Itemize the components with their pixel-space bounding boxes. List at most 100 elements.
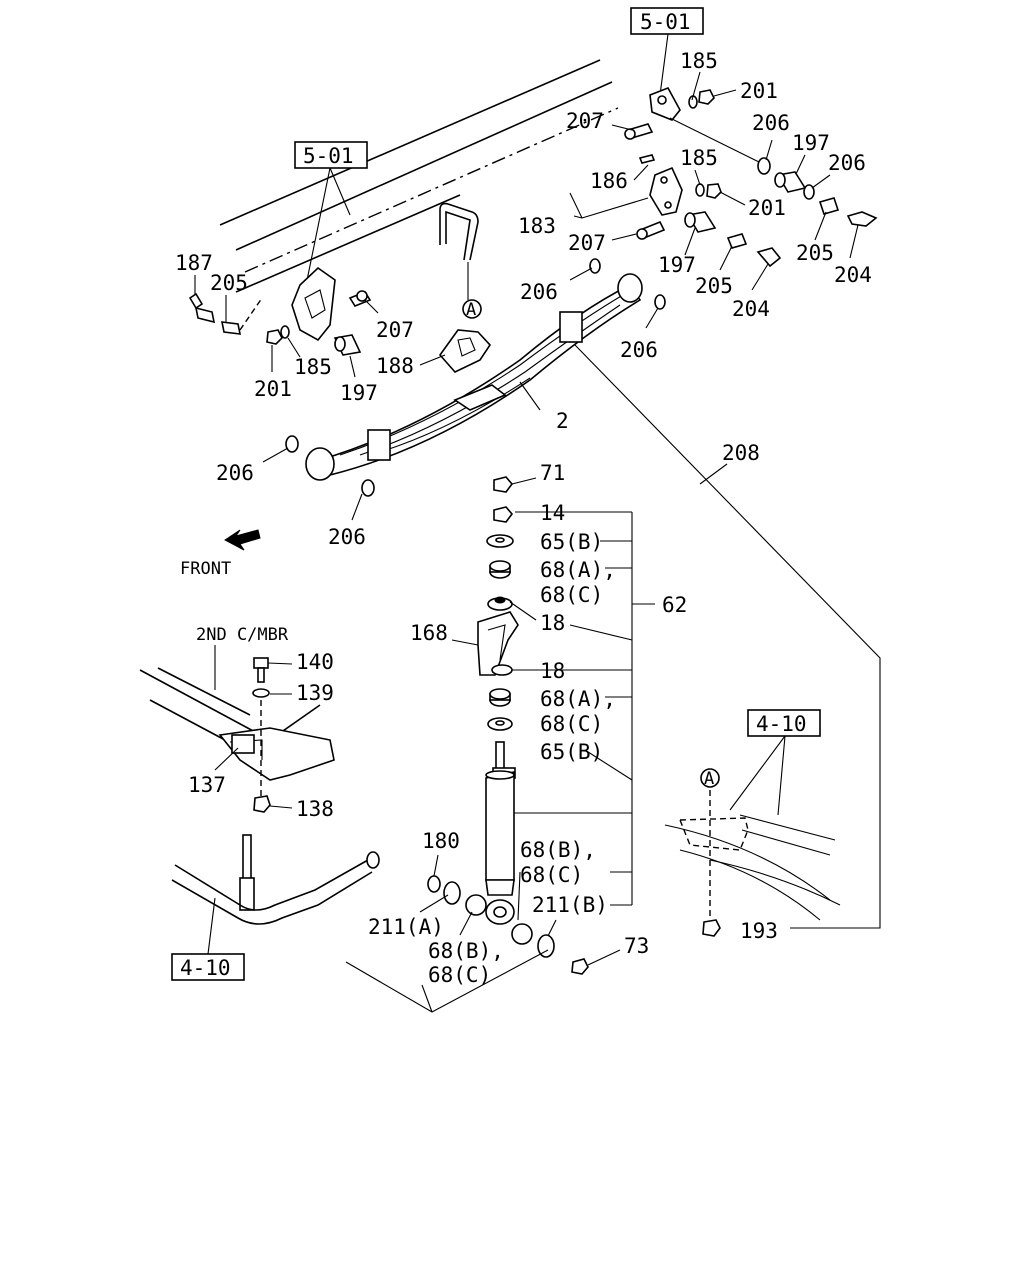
pin-197-left[interactable]: [333, 334, 362, 356]
bolt-140[interactable]: [253, 657, 269, 683]
grease-fitting-187[interactable]: [188, 292, 216, 324]
washer-211a[interactable]: [443, 881, 461, 905]
pin-186[interactable]: [638, 154, 656, 164]
callout-168: 168: [410, 621, 448, 645]
washer-185-mid[interactable]: [695, 183, 705, 197]
grease-nipple-205-right[interactable]: [818, 197, 840, 215]
front-label: FRONT: [180, 559, 231, 579]
callout-labels: 185 201 207 206 197 206 185 186 201 183 …: [175, 49, 872, 987]
callout-185: 185: [680, 49, 718, 73]
svg-text:A: A: [466, 300, 476, 320]
shackle-plate-186[interactable]: [649, 166, 683, 216]
nut-73[interactable]: [571, 958, 589, 975]
front-hanger-bracket[interactable]: [291, 266, 336, 342]
ref-box-right-4-10[interactable]: 4-10: [729, 709, 821, 816]
washer-185-left[interactable]: [280, 325, 290, 339]
callout-206: 206: [828, 151, 866, 175]
rear-frame-section: [664, 790, 841, 921]
washer-206-c[interactable]: [285, 435, 299, 453]
washer-180[interactable]: [427, 875, 441, 893]
callout-208: 208: [722, 441, 760, 465]
bolt-207-left[interactable]: [348, 290, 372, 307]
washer-211b[interactable]: [537, 934, 555, 958]
callout-205: 205: [210, 271, 248, 295]
washer-206-top[interactable]: [757, 157, 771, 175]
bracket-168[interactable]: [477, 611, 519, 676]
nut-71[interactable]: [493, 476, 514, 493]
nut-201-mid[interactable]: [706, 183, 722, 199]
callout-206: 206: [620, 338, 658, 362]
washer-139[interactable]: [252, 688, 270, 698]
callout-183: 183: [518, 214, 556, 238]
nut-201-left[interactable]: [266, 329, 283, 345]
spring-eye-rear[interactable]: [617, 273, 643, 303]
bushing-68a-top[interactable]: [489, 560, 511, 579]
leaf-spring[interactable]: [318, 283, 642, 476]
callout-205: 205: [796, 241, 834, 265]
washer-65b-bottom[interactable]: [487, 717, 513, 731]
crossmember-label: 2ND C/MBR: [196, 625, 289, 645]
frame-rail: [219, 59, 619, 293]
callout-193: 193: [740, 919, 778, 943]
washer-206-d[interactable]: [361, 479, 375, 497]
callout-188: 188: [376, 354, 414, 378]
grease-fitting-204-right[interactable]: [846, 211, 878, 227]
nut-193[interactable]: [702, 919, 721, 937]
rear-hanger-bracket[interactable]: [649, 86, 766, 166]
pin-197-right[interactable]: [774, 171, 807, 193]
marker-a-bottom: A: [700, 768, 720, 789]
nut-14[interactable]: [493, 506, 514, 523]
callout-71: 71: [540, 461, 565, 485]
callout-138: 138: [296, 797, 334, 821]
spring-seat-188[interactable]: [438, 329, 492, 373]
grease-nipple-205-left[interactable]: [220, 297, 263, 335]
ref-box-left-5-01[interactable]: 5-01: [294, 141, 368, 291]
callout-201: 201: [254, 377, 292, 401]
stabilizer-bar[interactable]: [171, 851, 380, 925]
pin-197-mid[interactable]: [684, 211, 717, 233]
callout-207: 207: [566, 109, 604, 133]
svg-text:5-01: 5-01: [640, 10, 691, 34]
callout-206: 206: [520, 280, 558, 304]
callout-68c: 68(C): [540, 712, 603, 736]
stabilizer-link[interactable]: [239, 834, 255, 911]
callout-211b: 211(B): [532, 893, 608, 917]
callout-201: 201: [740, 79, 778, 103]
washer-206-a[interactable]: [589, 258, 601, 274]
nut-138[interactable]: [253, 795, 271, 813]
callout-211a: 211(A): [368, 915, 444, 939]
callout-62: 62: [662, 593, 687, 617]
callout-204: 204: [732, 297, 770, 321]
callout-68a: 68(A),: [540, 687, 616, 711]
callout-186: 186: [590, 169, 628, 193]
spring-eye-front[interactable]: [305, 447, 335, 481]
callout-206: 206: [328, 525, 366, 549]
callout-68b: 68(B),: [520, 838, 596, 862]
callout-139: 139: [296, 681, 334, 705]
washer-206-b[interactable]: [654, 294, 666, 310]
washer-206-right[interactable]: [803, 184, 815, 200]
group-bracket-lower: [345, 949, 549, 1013]
callout-14: 14: [540, 501, 565, 525]
retainer-18-bottom[interactable]: [491, 664, 513, 676]
bushing-68b-upper[interactable]: [511, 923, 533, 945]
callout-18: 18: [540, 611, 565, 635]
nut-201-top[interactable]: [698, 89, 715, 105]
ref-box-left-4-10[interactable]: 4-10: [171, 897, 245, 981]
bolt-207-top[interactable]: [624, 123, 654, 140]
washer-65b-top[interactable]: [486, 534, 514, 548]
ref-box-top-5-01[interactable]: 5-01: [630, 7, 704, 96]
u-bolt[interactable]: [439, 202, 479, 300]
shock-absorber[interactable]: [485, 741, 516, 925]
bushing-68b-lower[interactable]: [465, 894, 487, 916]
bolt-207-mid[interactable]: [636, 220, 666, 240]
callout-68c: 68(C): [428, 963, 491, 987]
grease-fitting-204-mid[interactable]: [756, 247, 782, 268]
leader-lines: [194, 71, 859, 966]
bushing-68a-bottom[interactable]: [489, 688, 511, 707]
grease-nipple-205-mid[interactable]: [726, 233, 748, 249]
retainer-18-top[interactable]: [487, 596, 513, 611]
svg-text:5-01: 5-01: [303, 144, 354, 168]
callout-2: 2: [556, 409, 569, 433]
